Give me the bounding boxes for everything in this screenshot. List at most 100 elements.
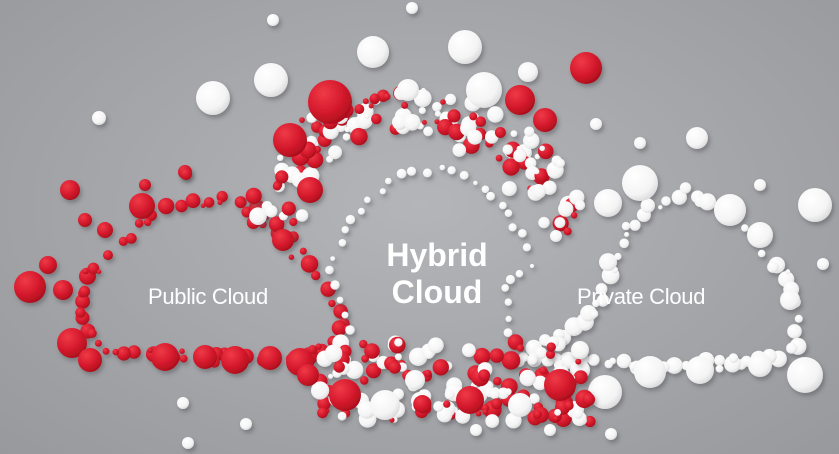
- white-dot: [595, 283, 608, 295]
- red-dot: [516, 344, 525, 352]
- red-dot: [180, 168, 192, 180]
- white-dot: [515, 269, 524, 278]
- red-dot: [200, 203, 206, 208]
- white-dot: [529, 263, 535, 269]
- red-dot: [315, 343, 322, 350]
- white-dot: [619, 238, 629, 249]
- white-dot: [444, 389, 455, 400]
- white-dot: [513, 149, 527, 163]
- hybrid-cloud-label: Hybrid Cloud: [372, 237, 502, 311]
- white-dot: [423, 126, 433, 137]
- white-dot: [481, 185, 490, 194]
- red-dot: [203, 197, 215, 208]
- white-dot: [345, 360, 364, 379]
- public-cloud-label: Public Cloud: [148, 284, 268, 309]
- white-dot: [330, 280, 340, 290]
- red-dot: [362, 98, 369, 105]
- red-dot: [478, 369, 491, 382]
- red-dot: [118, 236, 128, 246]
- red-dot: [307, 345, 318, 355]
- red-dot: [116, 346, 131, 361]
- red-dot: [573, 370, 588, 385]
- white-dot: [523, 132, 540, 149]
- red-dot: [494, 127, 506, 138]
- red-dot: [139, 179, 151, 191]
- red-dot: [413, 395, 432, 414]
- white-dot: [357, 36, 389, 68]
- red-dot: [60, 180, 80, 200]
- red-dot: [147, 347, 153, 354]
- white-dot: [596, 294, 610, 307]
- white-dot: [345, 214, 356, 225]
- white-dot: [780, 290, 800, 310]
- white-dot: [573, 409, 583, 419]
- white-dot: [459, 170, 469, 180]
- white-dot: [571, 341, 589, 359]
- white-dot: [686, 127, 708, 149]
- red-dot: [539, 366, 548, 375]
- white-dot: [715, 364, 724, 373]
- white-dot: [311, 381, 330, 400]
- red-dot: [75, 294, 90, 309]
- white-dot: [336, 296, 344, 304]
- white-dot: [466, 72, 502, 108]
- red-dot: [570, 52, 602, 84]
- white-dot: [592, 299, 600, 308]
- white-dot: [418, 107, 426, 114]
- white-dot: [757, 249, 766, 258]
- red-dot: [57, 328, 87, 358]
- white-dot: [817, 258, 829, 270]
- red-dot: [151, 343, 179, 371]
- red-dot: [570, 212, 578, 219]
- red-dot: [546, 342, 556, 352]
- red-dot: [14, 271, 46, 303]
- white-dot: [671, 189, 687, 205]
- red-dot: [125, 233, 137, 244]
- red-dot: [473, 347, 491, 365]
- white-dot: [785, 269, 791, 274]
- red-dot: [371, 113, 382, 125]
- white-dot: [447, 166, 456, 175]
- red-dot: [87, 262, 100, 275]
- red-dot: [308, 80, 352, 124]
- white-dot: [182, 437, 194, 449]
- red-dot: [75, 307, 86, 318]
- red-dot: [275, 170, 289, 184]
- white-dot: [587, 354, 600, 366]
- white-dot: [502, 144, 513, 155]
- white-dot: [357, 207, 365, 215]
- white-dot: [328, 373, 334, 379]
- scattered-dots: [92, 2, 829, 449]
- red-dot: [179, 354, 188, 363]
- white-dot: [265, 205, 278, 218]
- white-dot: [787, 357, 823, 393]
- white-dot: [392, 114, 408, 130]
- red-dot: [134, 218, 144, 228]
- white-dot: [686, 356, 714, 384]
- red-dot: [359, 339, 368, 349]
- white-dot: [433, 401, 444, 412]
- red-dot: [493, 376, 502, 386]
- white-dot: [590, 118, 602, 130]
- white-dot: [403, 114, 421, 131]
- red-dot: [102, 347, 110, 355]
- red-dot: [350, 127, 368, 146]
- white-dot: [665, 357, 683, 374]
- red-dot: [482, 409, 488, 415]
- white-dot: [747, 222, 773, 248]
- white-dot: [295, 209, 309, 222]
- red-dot: [365, 363, 382, 379]
- white-dot: [406, 2, 418, 14]
- red-dot: [317, 407, 328, 419]
- white-dot: [196, 81, 230, 115]
- red-dot: [440, 99, 446, 105]
- red-dot: [217, 199, 223, 205]
- hybrid-cloud-dots: [245, 30, 602, 429]
- red-dot: [272, 181, 282, 191]
- white-dot: [519, 369, 536, 387]
- white-dot: [505, 274, 515, 285]
- white-dot: [504, 209, 513, 217]
- white-dot: [452, 143, 467, 157]
